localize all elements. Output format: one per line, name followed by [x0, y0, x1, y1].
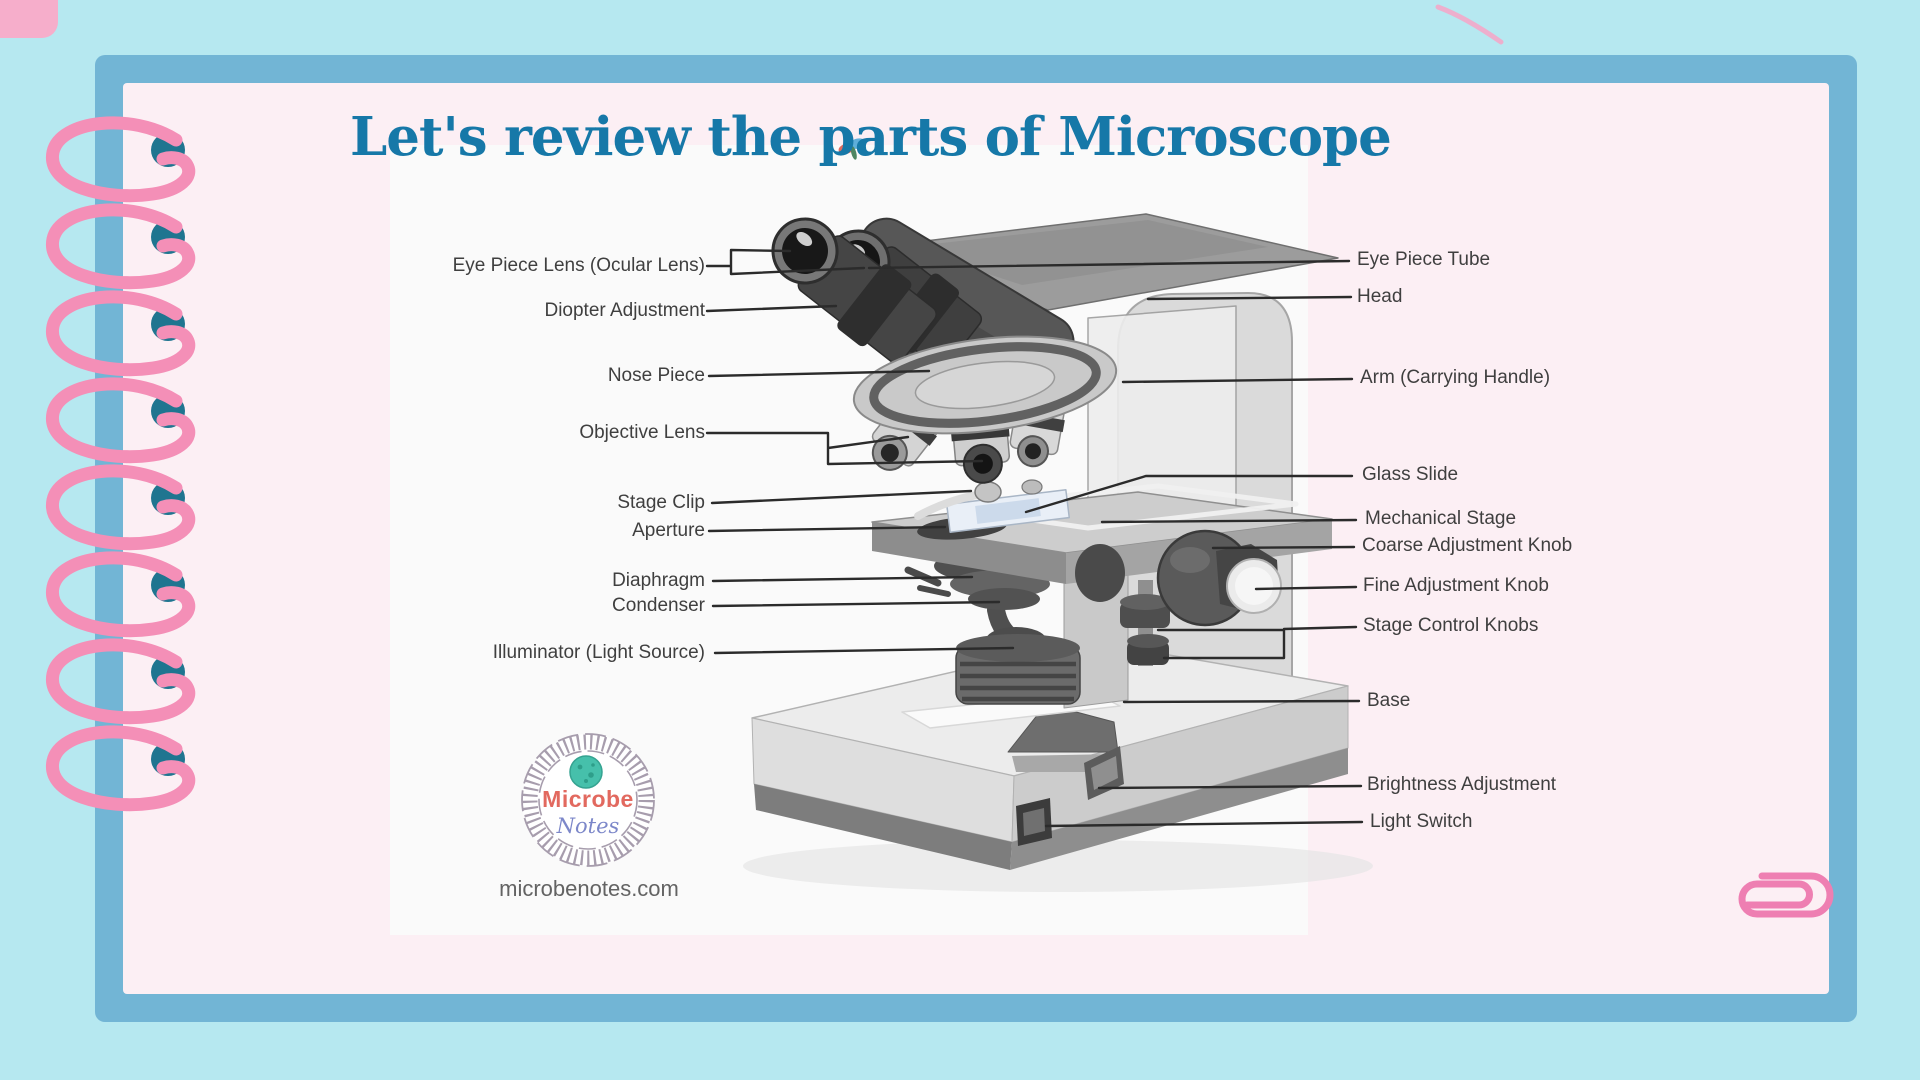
- label-mechanical-stage: Mechanical Stage: [1365, 508, 1517, 529]
- label-head: Head: [1357, 286, 1403, 307]
- label-nose-piece: Nose Piece: [607, 365, 705, 386]
- label-glass-slide: Glass Slide: [1362, 464, 1459, 485]
- label-stage-control-knobs: Stage Control Knobs: [1363, 615, 1539, 636]
- label-eye-piece-lens: Eye Piece Lens (Ocular Lens): [452, 255, 705, 276]
- label-diopter-adjustment: Diopter Adjustment: [544, 300, 705, 321]
- label-condenser: Condenser: [612, 595, 705, 616]
- label-base: Base: [1367, 690, 1411, 711]
- label-eye-piece-tube: Eye Piece Tube: [1357, 249, 1491, 270]
- label-diaphragm: Diaphragm: [612, 570, 705, 591]
- corner-swoosh-icon: [1435, 4, 1504, 45]
- label-arm: Arm (Carrying Handle): [1360, 367, 1551, 388]
- corner-decoration: [0, 0, 58, 38]
- label-stage-clip: Stage Clip: [617, 492, 705, 513]
- label-objective-lens: Objective Lens: [579, 422, 705, 443]
- label-aperture: Aperture: [632, 520, 705, 541]
- label-coarse-adjustment-knob: Coarse Adjustment Knob: [1362, 535, 1573, 556]
- label-light-switch: Light Switch: [1370, 811, 1473, 832]
- label-illuminator: Illuminator (Light Source): [492, 642, 705, 663]
- logo-subname: Notes: [556, 814, 620, 838]
- page-title: Let's review the parts of Microscope: [350, 106, 1392, 168]
- logo-name: Microbe: [542, 786, 634, 812]
- label-brightness-adjustment: Brightness Adjustment: [1367, 774, 1557, 795]
- website-text: microbenotes.com: [499, 876, 679, 901]
- label-fine-adjustment-knob: Fine Adjustment Knob: [1363, 575, 1549, 596]
